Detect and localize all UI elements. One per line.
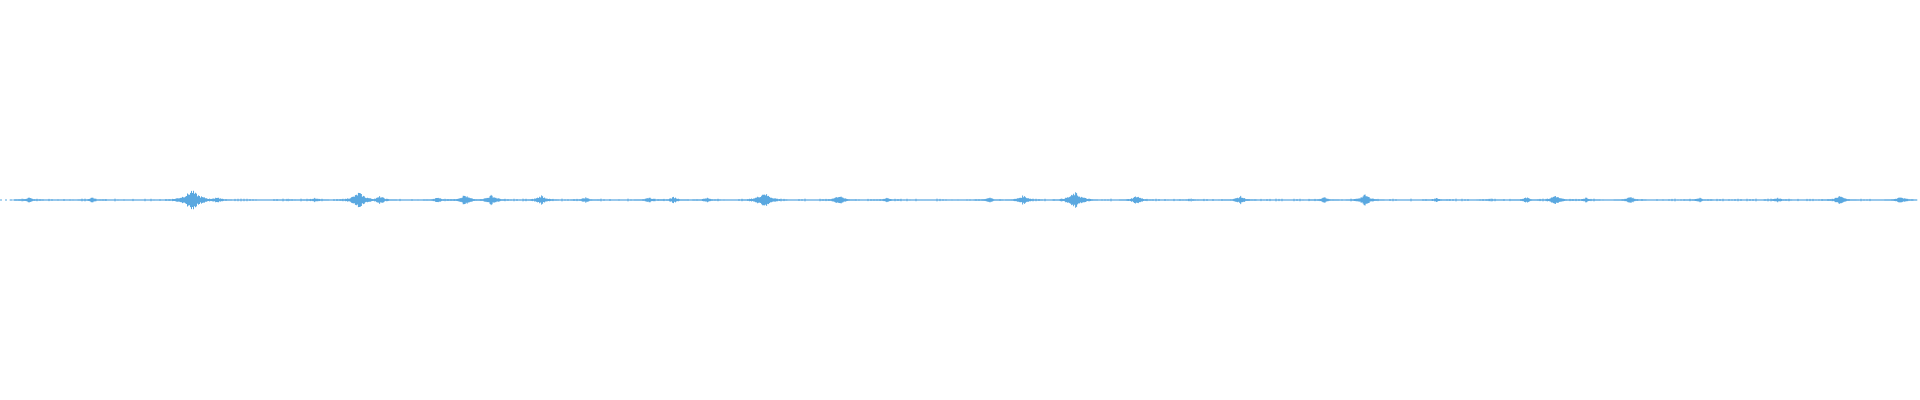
waveform-burst bbox=[570, 197, 601, 203]
waveform-burst bbox=[741, 194, 788, 206]
waveform-burst bbox=[1177, 198, 1204, 202]
waveform-burst bbox=[872, 197, 902, 203]
waveform-burst bbox=[1223, 195, 1258, 205]
waveform-burst bbox=[1345, 194, 1385, 206]
waveform-burst bbox=[1763, 197, 1793, 203]
waveform-burst bbox=[1422, 198, 1451, 202]
waveform-burst bbox=[1536, 196, 1573, 204]
waveform-burst bbox=[13, 197, 44, 203]
waveform-burst bbox=[201, 197, 233, 203]
waveform-burst bbox=[973, 197, 1004, 203]
waveform-burst bbox=[1005, 195, 1042, 205]
waveform-burst bbox=[77, 197, 107, 203]
waveform-burst bbox=[1821, 196, 1857, 204]
waveform-burst bbox=[1613, 197, 1647, 203]
waveform-burst bbox=[523, 195, 560, 205]
waveform-burst bbox=[1052, 192, 1099, 208]
waveform-burst bbox=[691, 197, 721, 203]
waveform-burst bbox=[820, 196, 857, 204]
waveform-burst bbox=[1118, 196, 1154, 204]
waveform-burst bbox=[363, 196, 398, 204]
waveform-burst bbox=[472, 194, 510, 206]
waveform-burst bbox=[1476, 198, 1504, 202]
waveform-burst bbox=[1571, 197, 1601, 203]
waveform-burst bbox=[275, 198, 300, 202]
waveform-burst bbox=[1684, 197, 1714, 203]
waveform-burst bbox=[300, 197, 330, 203]
waveform-burst bbox=[1511, 197, 1542, 203]
waveform-burst bbox=[658, 196, 689, 204]
waveform-burst bbox=[1309, 197, 1340, 203]
waveform-burst bbox=[1884, 197, 1918, 203]
